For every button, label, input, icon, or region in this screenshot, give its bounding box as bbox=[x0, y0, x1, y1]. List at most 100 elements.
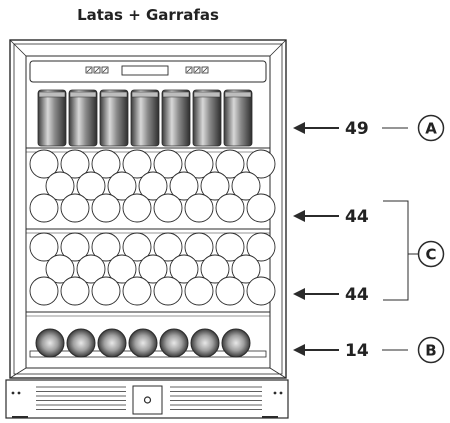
callout-a: 49 A bbox=[293, 114, 445, 142]
frame-bevel-br bbox=[269, 367, 287, 379]
bottle bbox=[153, 149, 183, 179]
circle-letter-icon bbox=[417, 240, 445, 268]
display-window bbox=[121, 65, 169, 76]
left-buttons bbox=[85, 66, 109, 74]
can-top bbox=[162, 91, 190, 98]
bottle bbox=[60, 149, 90, 179]
arrow-left-icon bbox=[293, 122, 305, 134]
control-button-glyph bbox=[94, 67, 100, 73]
bottle bbox=[91, 149, 121, 179]
bottle-side bbox=[128, 328, 158, 358]
bottle bbox=[246, 276, 276, 306]
foot-right bbox=[262, 416, 278, 418]
bottle bbox=[29, 276, 59, 306]
bottle bbox=[153, 193, 183, 223]
can-top bbox=[224, 91, 252, 98]
circle-letter-icon bbox=[417, 114, 445, 142]
can bbox=[68, 89, 98, 147]
bottle bbox=[215, 149, 245, 179]
bottle-side bbox=[35, 328, 65, 358]
bottle bbox=[231, 254, 261, 284]
control-button[interactable] bbox=[85, 66, 93, 74]
bottle bbox=[91, 193, 121, 223]
bottle-side bbox=[97, 328, 127, 358]
shelf-letter-b: B bbox=[425, 342, 436, 360]
bottle bbox=[231, 171, 261, 201]
bottle-side bbox=[221, 328, 251, 358]
bottle bbox=[200, 171, 230, 201]
bottle bbox=[122, 276, 152, 306]
screw-icon bbox=[279, 391, 283, 395]
bottles-shelf-upper bbox=[29, 149, 276, 223]
diagram-title: Latas + Garrafas bbox=[77, 6, 219, 24]
bracket-line bbox=[383, 200, 409, 301]
bottle bbox=[45, 171, 75, 201]
bottle bbox=[184, 193, 214, 223]
bottle bbox=[215, 276, 245, 306]
bottle bbox=[184, 232, 214, 262]
bottle bbox=[169, 171, 199, 201]
callout-b: 14 B bbox=[293, 336, 445, 364]
arrow-left-icon bbox=[293, 210, 305, 222]
bottle bbox=[215, 193, 245, 223]
frame-bevel-tl bbox=[9, 39, 27, 57]
bottle bbox=[138, 254, 168, 284]
control-panel-frame bbox=[29, 60, 267, 83]
cabinet-outer bbox=[9, 39, 287, 379]
can bbox=[161, 89, 191, 147]
callout-c-upper: 44 bbox=[293, 207, 369, 227]
screw-icon bbox=[11, 391, 15, 395]
bottle bbox=[200, 254, 230, 284]
can-top bbox=[193, 91, 221, 98]
control-button-glyph bbox=[102, 67, 108, 73]
can bbox=[130, 89, 160, 147]
bottle bbox=[91, 232, 121, 262]
right-buttons bbox=[185, 66, 209, 74]
shelf-count-a: 49 bbox=[345, 119, 369, 139]
can bbox=[223, 89, 253, 147]
cabinet-inner-frame bbox=[13, 43, 283, 375]
bottle bbox=[153, 232, 183, 262]
screw-icon bbox=[17, 391, 21, 395]
can bbox=[37, 89, 67, 147]
shelf-letter-a: A bbox=[425, 120, 437, 138]
bottles-side-row bbox=[35, 328, 251, 358]
shelf-count-c-lower: 44 bbox=[345, 285, 369, 305]
can bbox=[192, 89, 222, 147]
can bbox=[99, 89, 129, 147]
bottle bbox=[45, 254, 75, 284]
bottle-side bbox=[190, 328, 220, 358]
bottle bbox=[215, 232, 245, 262]
bottle bbox=[29, 193, 59, 223]
bottles-shelf-middle bbox=[29, 232, 276, 306]
control-button[interactable] bbox=[201, 66, 209, 74]
control-button[interactable] bbox=[93, 66, 101, 74]
bottle-side bbox=[159, 328, 189, 358]
bottle bbox=[246, 149, 276, 179]
control-button[interactable] bbox=[185, 66, 193, 74]
bottle-side bbox=[66, 328, 96, 358]
vent-slots bbox=[36, 386, 262, 410]
bottle bbox=[29, 149, 59, 179]
can-top bbox=[38, 91, 66, 98]
bottle bbox=[107, 254, 137, 284]
base-lock-box bbox=[132, 385, 163, 415]
control-button[interactable] bbox=[101, 66, 109, 74]
base-grille bbox=[5, 379, 289, 419]
bottle bbox=[122, 149, 152, 179]
bottle bbox=[246, 232, 276, 262]
bottle bbox=[107, 171, 137, 201]
bottle bbox=[153, 276, 183, 306]
bottle bbox=[76, 171, 106, 201]
cans-row bbox=[37, 89, 253, 147]
lock-icon[interactable] bbox=[143, 396, 152, 404]
can-top bbox=[100, 91, 128, 98]
control-button-glyph bbox=[202, 67, 208, 73]
bottle bbox=[29, 232, 59, 262]
control-button[interactable] bbox=[193, 66, 201, 74]
bottle bbox=[60, 193, 90, 223]
shelf-count-b: 14 bbox=[345, 341, 369, 361]
circle-letter-icon bbox=[417, 336, 445, 364]
bottle bbox=[91, 276, 121, 306]
